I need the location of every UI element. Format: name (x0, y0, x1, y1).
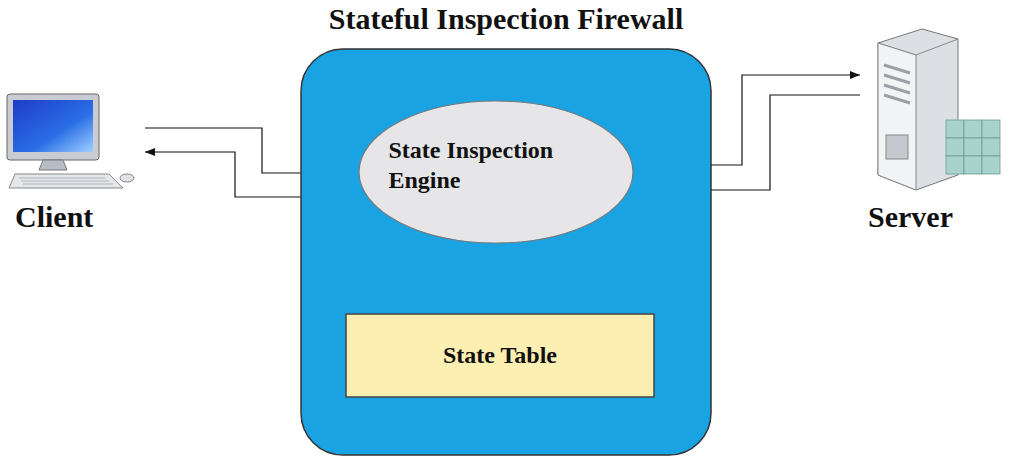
table-outline (346, 314, 654, 397)
server-icon (878, 29, 1000, 190)
table-box: State Table (345, 313, 655, 398)
firewall-outline (301, 49, 711, 455)
storage-blocks (946, 120, 1000, 174)
computer-icon (7, 94, 134, 188)
node-label: Server (868, 200, 953, 234)
client-node: Client (5, 92, 145, 240)
node-label: Client (15, 200, 93, 234)
node-label: Stateful Inspection Firewall (329, 2, 683, 36)
engine-outline (359, 101, 633, 243)
server-node: Server (860, 25, 1012, 237)
firewall-box: Stateful Inspection FirewallState Inspec… (300, 48, 712, 456)
node-label: State Table (443, 342, 557, 369)
engine-ellipse: State Inspection Engine (358, 100, 634, 244)
node-label: State Inspection Engine (389, 135, 604, 195)
